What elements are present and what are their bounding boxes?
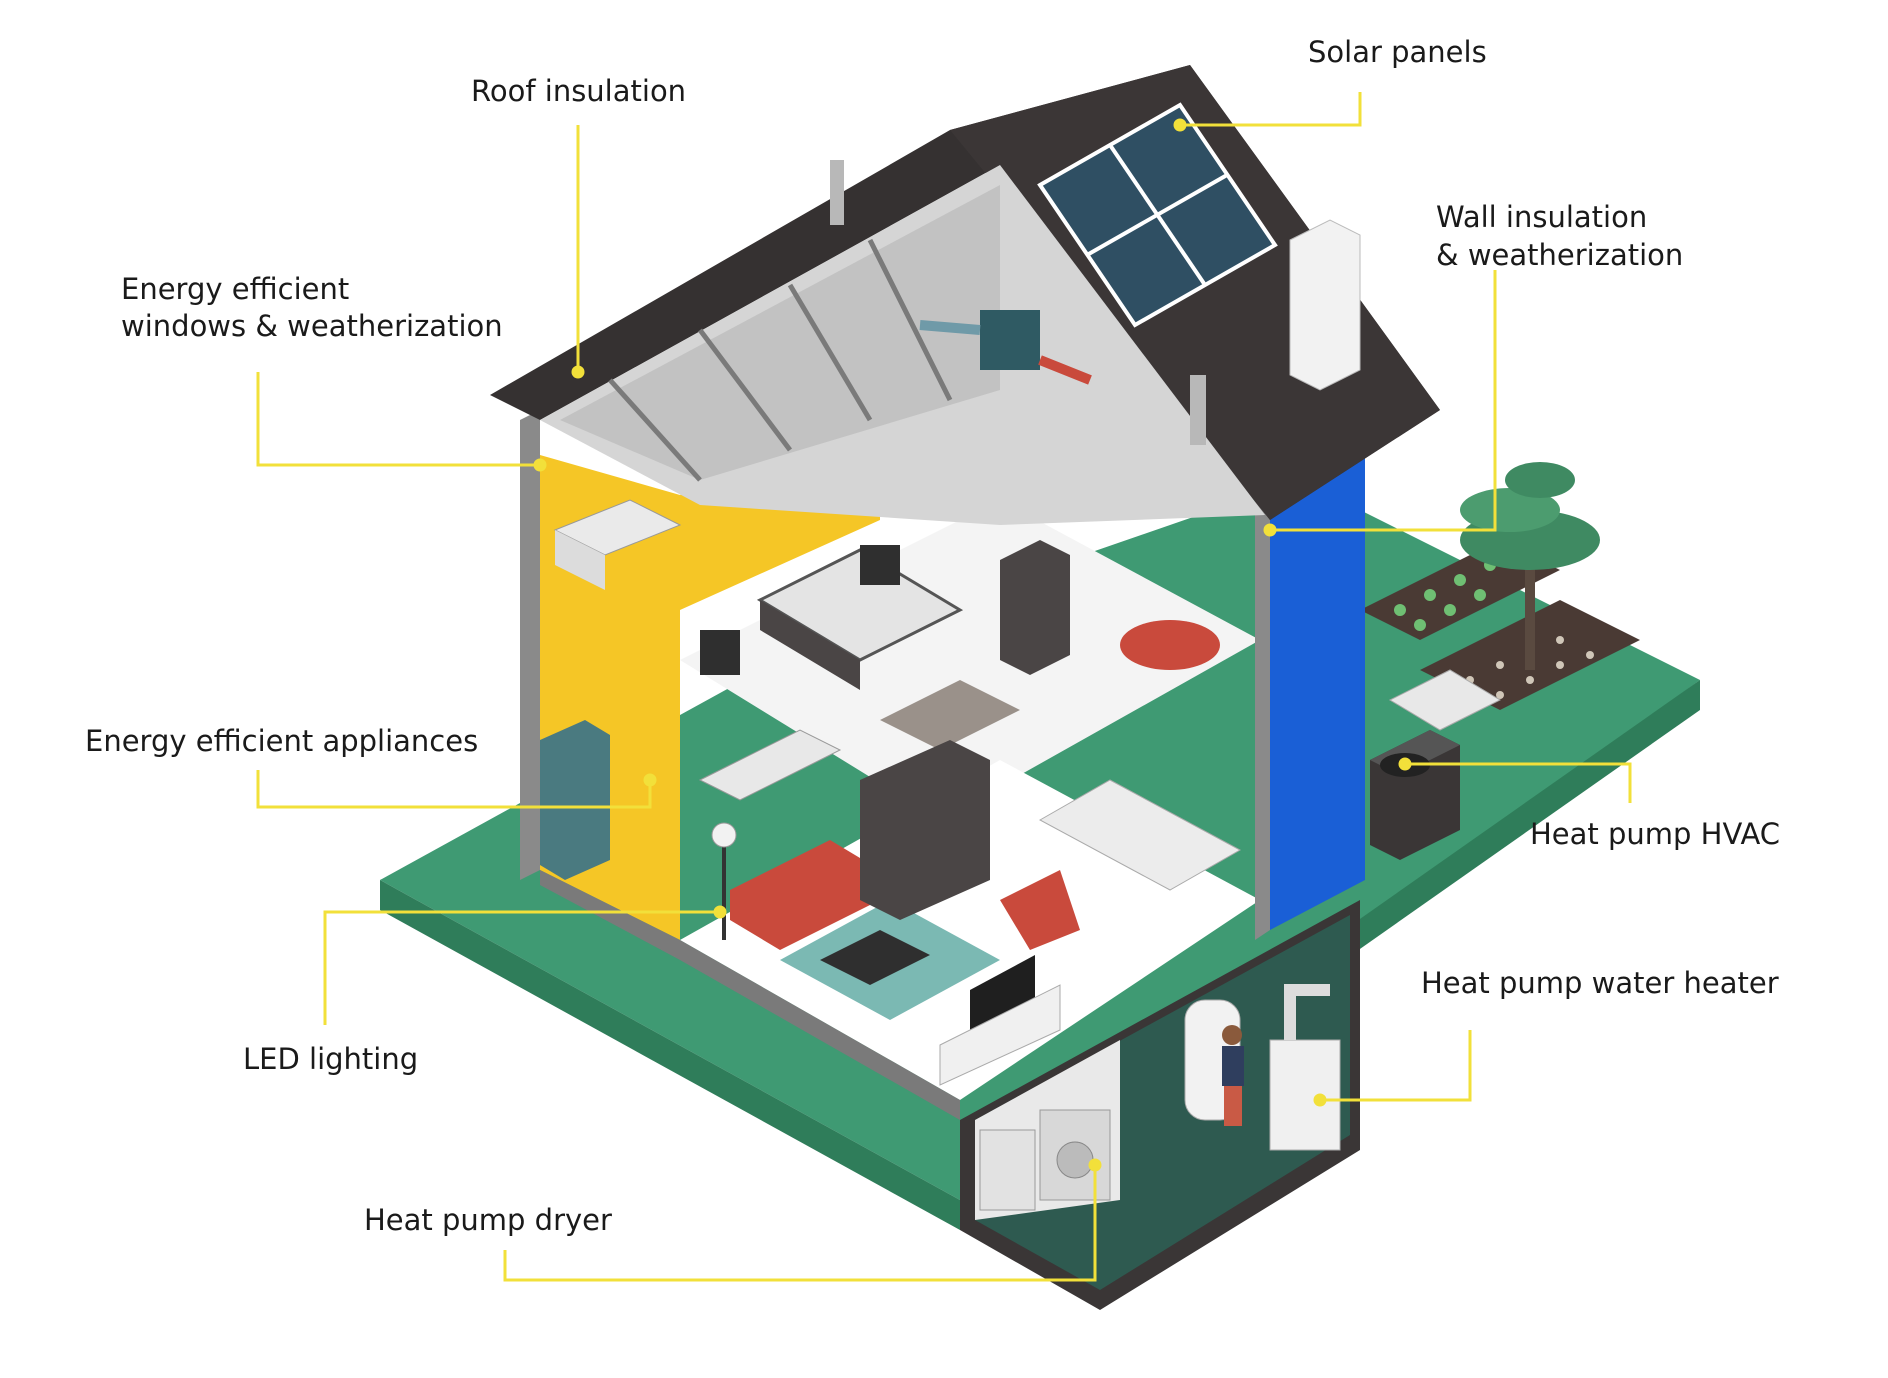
garden-beds (1360, 462, 1640, 731)
label-wall-insulation-line2: & weatherization (1436, 238, 1684, 272)
callout-line-solar (1180, 92, 1362, 127)
basement (960, 900, 1360, 1310)
callout-line-led (323, 910, 720, 1025)
callout-line-hvac (1405, 762, 1632, 803)
callout-line-water-heater (1320, 1030, 1472, 1102)
label-wall-insulation-line1: Wall insulation (1436, 200, 1648, 234)
label-solar-panels: Solar panels (1308, 35, 1487, 69)
label-heat-pump-dryer: Heat pump dryer (364, 1203, 612, 1237)
label-windows-line1: Energy efficient (121, 272, 350, 306)
label-windows-line2: windows & weatherization (121, 309, 503, 343)
callout-line-appliances (256, 770, 652, 809)
roof (490, 65, 1440, 525)
callout-line-windows (256, 372, 540, 467)
label-led-lighting: LED lighting (243, 1042, 419, 1076)
label-roof-insulation: Roof insulation (471, 74, 687, 108)
label-heat-pump-hvac: Heat pump HVAC (1530, 817, 1781, 851)
callout-lines (256, 92, 1632, 1282)
house-walls (520, 390, 1365, 1120)
solar-panel-array (1037, 102, 1278, 328)
label-appliances: Energy efficient appliances (85, 724, 479, 758)
callout-line-dryer (503, 1165, 1097, 1282)
label-water-heater: Heat pump water heater (1421, 966, 1779, 1000)
callout-line-wall (1270, 270, 1497, 532)
room-details (540, 499, 1242, 1086)
